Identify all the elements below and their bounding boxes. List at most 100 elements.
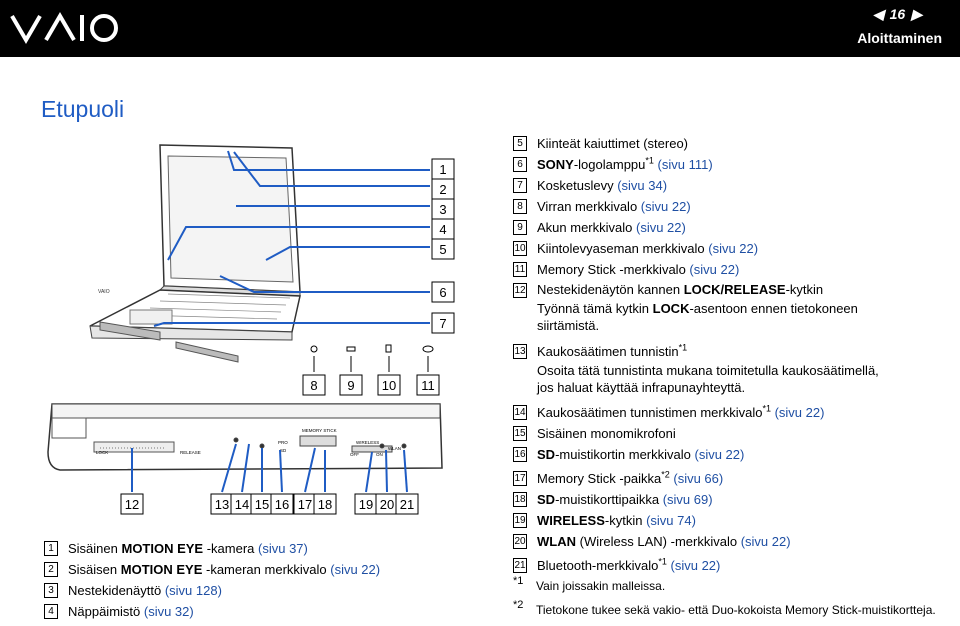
svg-text:17: 17 <box>298 497 312 512</box>
indicator-icons <box>310 344 434 372</box>
svg-text:9: 9 <box>347 378 354 393</box>
page-link[interactable]: (sivu 22) <box>635 220 686 235</box>
front-label-memory-stick: MEMORY STICK <box>302 428 337 433</box>
callout-6: 6 <box>431 281 455 303</box>
page-link[interactable]: (sivu 22) <box>694 447 745 462</box>
page-link[interactable]: (sivu 69) <box>662 492 713 507</box>
laptop-open-illustration <box>89 144 301 363</box>
page-link[interactable]: (sivu 22) <box>770 405 825 420</box>
page-link[interactable]: (sivu 22) <box>666 558 721 573</box>
page-link[interactable]: (sivu 34) <box>617 178 668 193</box>
front-label-release: RELEASE <box>180 450 201 455</box>
laptop-front-illustration <box>47 403 443 471</box>
svg-text:15: 15 <box>255 497 269 512</box>
vaio-logo <box>10 12 118 44</box>
page-link[interactable]: (sivu 22) <box>740 534 791 549</box>
memory-stick-icon <box>422 345 434 353</box>
callout-15: 15 <box>250 493 274 515</box>
power-icon <box>310 345 318 353</box>
svg-text:8: 8 <box>310 378 317 393</box>
svg-text:12: 12 <box>125 497 139 512</box>
front-label-off: OFF <box>350 452 359 457</box>
callout-boxes: 1 2 3 4 5 6 7 8 9 10 11 12 13 14 15 16 1… <box>120 158 455 515</box>
front-label-lock: LOCK <box>96 450 108 455</box>
callout-3: 3 <box>431 198 455 220</box>
svg-text:7: 7 <box>439 316 446 331</box>
callout-16: 16 <box>270 493 294 515</box>
page-link[interactable]: (sivu 128) <box>164 583 222 598</box>
leader-lines <box>131 150 430 493</box>
page-link[interactable]: (sivu 22) <box>640 199 691 214</box>
callout-9: 9 <box>339 374 363 396</box>
svg-text:13: 13 <box>215 497 229 512</box>
svg-text:4: 4 <box>439 222 446 237</box>
page-link[interactable]: (sivu 22) <box>330 562 381 577</box>
page-link[interactable]: (sivu 37) <box>258 541 308 556</box>
page-link[interactable]: (sivu 32) <box>143 604 194 619</box>
page-link[interactable]: (sivu 111) <box>653 157 713 172</box>
callout-14: 14 <box>230 493 254 515</box>
battery-icon <box>346 346 356 352</box>
front-label-on: ON <box>376 452 383 457</box>
callout-1: 1 <box>431 158 455 180</box>
callout-11: 11 <box>416 374 440 396</box>
svg-text:21: 21 <box>400 497 414 512</box>
laptop-diagram: VAIO LOCK RELEASE MEMORY STICK PRO SD WI… <box>47 144 455 515</box>
section-title: Aloittaminen <box>857 30 942 46</box>
callout-2: 2 <box>431 178 455 200</box>
page-link[interactable]: (sivu 66) <box>669 471 724 486</box>
svg-text:6: 6 <box>439 285 446 300</box>
svg-text:18: 18 <box>318 497 332 512</box>
svg-text:1: 1 <box>439 162 446 177</box>
hdd-icon <box>385 344 392 353</box>
callout-12: 12 <box>120 493 144 515</box>
callout-18: 18 <box>313 493 337 515</box>
svg-text:10: 10 <box>382 378 396 393</box>
svg-text:14: 14 <box>235 497 249 512</box>
svg-text:5: 5 <box>439 242 446 257</box>
callout-13: 13 <box>210 493 234 515</box>
svg-text:VAIO: VAIO <box>98 289 110 295</box>
callout-21: 21 <box>395 493 419 515</box>
front-label-wlan: WLAN <box>388 446 401 451</box>
header-bar: ◀16▶ Aloittaminen <box>0 0 960 57</box>
svg-text:19: 19 <box>359 497 373 512</box>
callout-7: 7 <box>431 312 455 334</box>
front-label-pro: PRO <box>278 440 288 445</box>
page-number: ◀16▶ <box>872 6 922 22</box>
svg-text:2: 2 <box>439 182 446 197</box>
next-page-icon[interactable]: ▶ <box>911 6 922 22</box>
front-label-wireless: WIRELESS <box>356 440 379 445</box>
front-label-sd: SD <box>280 448 287 453</box>
page-link[interactable]: (sivu 22) <box>689 262 740 277</box>
svg-text:20: 20 <box>380 497 394 512</box>
page-link[interactable]: (sivu 74) <box>646 513 696 528</box>
page-link[interactable]: (sivu 22) <box>708 241 759 256</box>
callout-10: 10 <box>377 374 401 396</box>
svg-text:3: 3 <box>439 202 446 217</box>
prev-page-icon[interactable]: ◀ <box>872 6 884 22</box>
